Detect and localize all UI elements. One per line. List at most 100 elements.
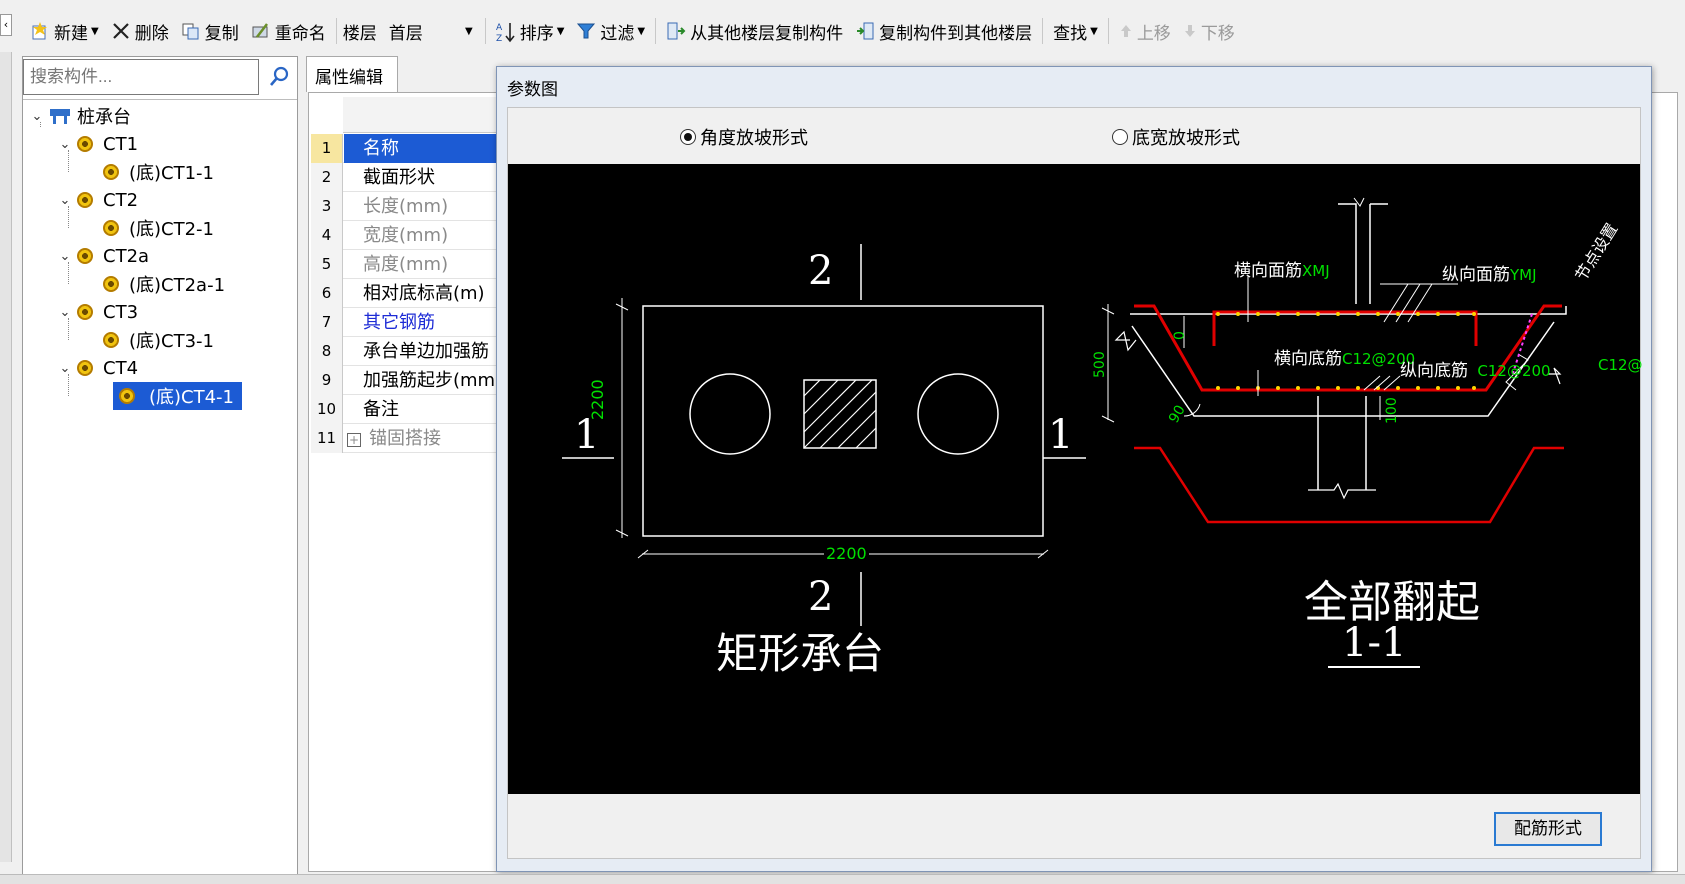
move-up-label: 上移 <box>1136 23 1171 44</box>
label-top-transverse: 横向面筋XMJ <box>1234 261 1330 281</box>
label-bottom-transverse: 横向底筋C12@200 <box>1274 349 1416 369</box>
toolbar-separator <box>1042 18 1044 44</box>
rename-icon <box>251 21 271 41</box>
chevron-down-icon[interactable]: ⌄ <box>59 192 71 208</box>
tree-item-ct2[interactable]: ⌄ CT2 <box>57 186 138 214</box>
dim-100-label: 100 <box>1384 397 1400 424</box>
floor-select[interactable]: 首层 ▼ <box>385 16 477 46</box>
tree-item-ct1-1[interactable]: (底)CT1-1 <box>103 158 214 186</box>
dialog-body: 角度放坡形式 底宽放坡形式 <box>507 107 1643 859</box>
chevron-down-icon[interactable]: ⌄ <box>59 304 71 320</box>
chevron-down-icon[interactable]: ⌄ <box>59 360 71 376</box>
tree-item-ct2a[interactable]: ⌄ CT2a <box>57 242 150 270</box>
radio-unchecked-icon <box>1112 129 1128 145</box>
rename-button[interactable]: 重命名 <box>245 14 332 48</box>
collapse-left-button[interactable]: ‹ <box>0 14 12 36</box>
delete-button[interactable]: 删除 <box>105 14 175 48</box>
arrow-up-icon <box>1119 21 1133 41</box>
rename-label: 重命名 <box>274 23 326 44</box>
arrow-down-icon <box>1183 21 1197 41</box>
toolbar-separator <box>335 18 337 44</box>
component-tree-panel: ⌄ 桩承台 ⌄ CT1 (底)CT1-1 ⌄ CT2 (底)CT2-1 ⌄ CT… <box>22 56 298 876</box>
copy-button[interactable]: 复制 <box>175 14 245 48</box>
tree-item-ct1[interactable]: ⌄ CT1 <box>57 130 138 158</box>
chevron-down-icon[interactable]: ⌄ <box>59 136 71 152</box>
svg-text:A: A <box>496 23 503 33</box>
tab-property-editor[interactable]: 属性编辑 <box>306 56 398 92</box>
radio-angle-slope[interactable]: 角度放坡形式 <box>680 124 808 150</box>
dialog-title: 参数图 <box>507 80 558 100</box>
section-view <box>1101 197 1567 524</box>
section-label: 1-1 <box>1328 620 1421 668</box>
section-mark-1-left: 1 <box>574 412 600 458</box>
chevron-down-icon[interactable]: ⌄ <box>59 248 71 264</box>
copy-to-floor-icon <box>855 21 875 41</box>
floor-value: 首层 <box>388 23 423 44</box>
floor-label: 楼层 <box>342 23 377 44</box>
tree-item-ct3-1[interactable]: (底)CT3-1 <box>103 326 214 354</box>
rebar-config-button[interactable]: 配筋形式 <box>1494 812 1602 846</box>
copy-from-floor-label: 从其他楼层复制构件 <box>690 23 844 44</box>
chevron-down-icon[interactable]: ⌄ <box>31 108 43 124</box>
component-icon <box>77 192 93 208</box>
sort-label: 排序 <box>519 23 554 44</box>
left-side-strip <box>0 52 12 862</box>
component-icon <box>119 388 135 404</box>
radio-width-slope[interactable]: 底宽放坡形式 <box>1112 124 1240 150</box>
section-mark-2-bottom: 2 <box>808 574 834 620</box>
component-icon <box>77 248 93 264</box>
toolbar-separator <box>655 18 657 44</box>
toolbar-separator <box>484 18 486 44</box>
move-down-label: 下移 <box>1200 23 1235 44</box>
copy-label: 复制 <box>204 23 239 44</box>
tree-item-ct4[interactable]: ⌄ CT4 <box>57 354 138 382</box>
find-label: 查找 <box>1053 23 1088 44</box>
filter-label: 过滤 <box>600 23 635 44</box>
section-mark-1-right: 1 <box>1048 412 1074 458</box>
dim-width-label: 2200 <box>588 379 607 420</box>
plan-view <box>562 244 1086 626</box>
new-icon <box>30 21 50 41</box>
toolbar-separator <box>1107 18 1109 44</box>
delete-icon <box>111 21 131 41</box>
component-tree: ⌄ 桩承台 ⌄ CT1 (底)CT1-1 ⌄ CT2 (底)CT2-1 ⌄ CT… <box>23 99 297 869</box>
search-icon[interactable] <box>267 63 295 91</box>
radio-checked-icon <box>680 129 696 145</box>
component-icon <box>103 276 119 292</box>
new-button[interactable]: 新建▼ <box>24 14 105 48</box>
section-title: 全部翻起 <box>1304 577 1480 628</box>
tree-root[interactable]: ⌄ 桩承台 <box>29 102 131 130</box>
copy-to-floor-button[interactable]: 复制构件到其他楼层 <box>849 14 1038 48</box>
component-icon <box>77 360 93 376</box>
dim-length-label: 2200 <box>824 544 869 563</box>
find-button[interactable]: 查找▼ <box>1047 14 1104 48</box>
tree-item-ct4-1[interactable]: (底)CT4-1 <box>113 382 243 410</box>
filter-icon <box>576 21 596 41</box>
tree-item-ct2a-1[interactable]: (底)CT2a-1 <box>103 270 225 298</box>
copy-from-floor-button[interactable]: 从其他楼层复制构件 <box>660 14 849 48</box>
section-mark-2-top: 2 <box>808 248 834 294</box>
component-icon <box>103 164 119 180</box>
tree-item-ct2-1[interactable]: (底)CT2-1 <box>103 214 214 242</box>
copy-from-floor-icon <box>666 21 686 41</box>
move-up-button[interactable]: 上移 <box>1113 14 1177 48</box>
dim-height-label: 500 <box>1092 351 1108 378</box>
filter-button[interactable]: 过滤▼ <box>570 14 651 48</box>
chevron-down-icon: ▼ <box>465 25 473 37</box>
tree-item-ct3[interactable]: ⌄ CT3 <box>57 298 138 326</box>
pile-cap-icon <box>49 107 71 125</box>
label-bottom-longitudinal: 纵向底筋 C12@200 <box>1400 361 1551 381</box>
delete-label: 删除 <box>134 23 169 44</box>
copy-icon <box>181 21 201 41</box>
new-label: 新建 <box>54 23 88 44</box>
component-icon <box>77 304 93 320</box>
copy-to-floor-label: 复制构件到其他楼层 <box>879 23 1033 44</box>
move-down-button[interactable]: 下移 <box>1177 14 1241 48</box>
expand-plus-icon[interactable]: + <box>347 433 361 447</box>
plan-title: 矩形承台 <box>716 629 885 678</box>
search-input[interactable] <box>23 59 259 95</box>
